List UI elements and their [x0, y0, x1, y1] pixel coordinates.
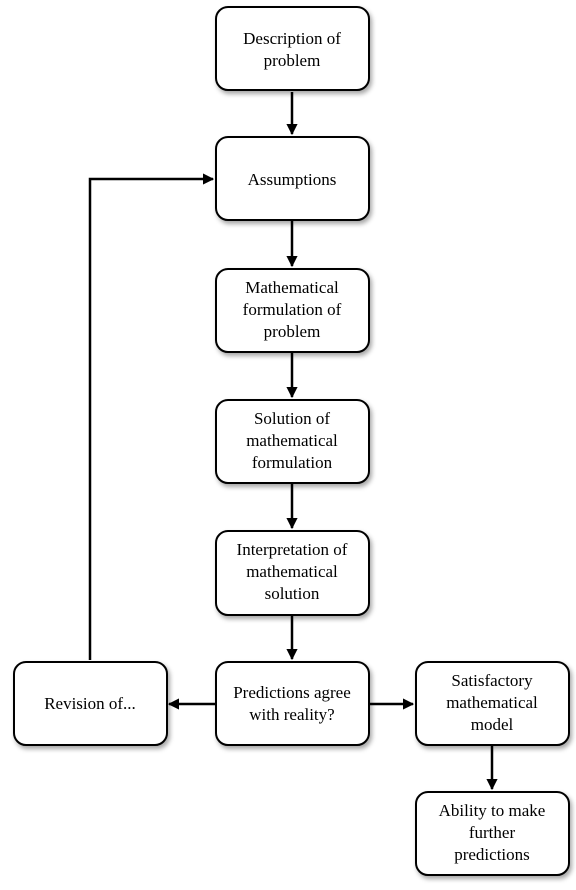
node-interpretation: Interpretation of mathematical solution [215, 530, 370, 616]
node-revision: Revision of... [13, 661, 168, 746]
node-solution-line-3: formulation [252, 453, 333, 472]
nodes: Description of problem Assumptions Mathe… [13, 6, 570, 876]
node-interpretation-line-1: Interpretation of [237, 540, 348, 559]
node-ability: Ability to make further predictions [415, 791, 570, 876]
node-revision-line-1: Revision of... [44, 694, 136, 713]
node-predictions-line-1: Predictions agree [233, 683, 351, 702]
node-satisfactory-line-2: mathematical [446, 693, 538, 712]
edges [88, 92, 498, 791]
node-ability-line-1: Ability to make [439, 801, 546, 820]
node-formulation-line-1: Mathematical [245, 278, 339, 297]
node-assumptions: Assumptions [215, 136, 370, 221]
node-solution: Solution of mathematical formulation [215, 399, 370, 484]
node-interpretation-line-2: mathematical [246, 562, 338, 581]
node-assumptions-line-1: Assumptions [248, 170, 337, 189]
node-description-line-1: Description of [243, 29, 341, 48]
node-satisfactory-line-1: Satisfactory [451, 671, 533, 690]
node-interpretation-line-3: solution [265, 584, 320, 603]
node-predictions: Predictions agree with reality? [215, 661, 370, 746]
node-ability-line-2: further [469, 823, 516, 842]
node-description-line-2: problem [264, 51, 321, 70]
node-ability-line-3: predictions [454, 845, 530, 864]
node-predictions-line-2: with reality? [249, 705, 334, 724]
node-description: Description of problem [215, 6, 370, 91]
node-formulation-line-2: formulation of [243, 300, 342, 319]
node-formulation-line-3: problem [264, 322, 321, 341]
node-solution-line-2: mathematical [246, 431, 338, 450]
node-satisfactory-line-3: model [471, 715, 514, 734]
arrow-revision-to-assumptions [88, 173, 215, 660]
node-satisfactory: Satisfactory mathematical model [415, 661, 570, 746]
node-formulation: Mathematical formulation of problem [215, 268, 370, 353]
node-solution-line-1: Solution of [254, 409, 330, 428]
